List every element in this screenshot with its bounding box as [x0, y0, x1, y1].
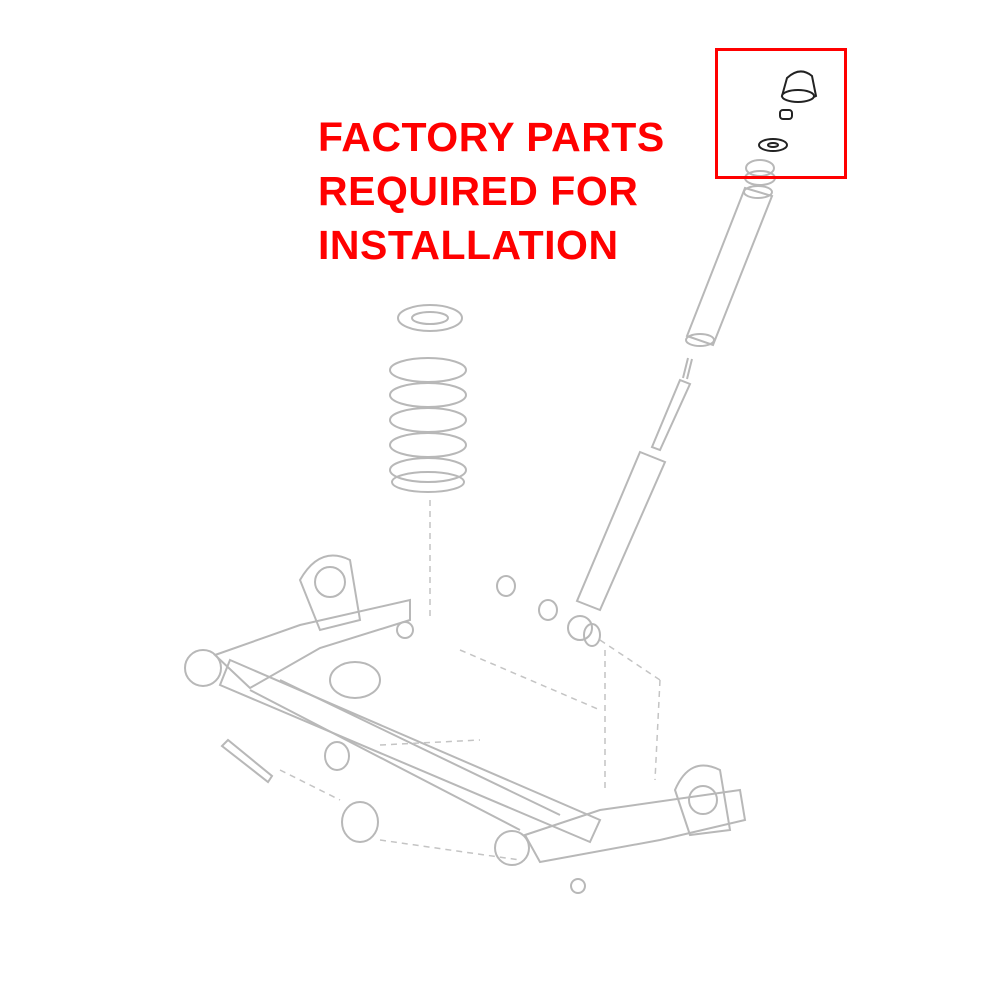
bolt: [220, 738, 274, 784]
bump-stop-cap: [780, 70, 818, 103]
nut-part: [779, 109, 793, 120]
factory-parts-callout: FACTORY PARTS REQUIRED FOR INSTALLATION: [318, 110, 665, 272]
callout-line-2: REQUIRED FOR: [318, 168, 639, 214]
bushings: [324, 575, 586, 894]
coil-spring: [389, 357, 467, 620]
callout-line-1: FACTORY PARTS: [318, 114, 665, 160]
dust-boot: [685, 185, 774, 347]
spring-seat: [397, 304, 463, 332]
factory-parts-highlight-box: [715, 48, 847, 179]
upper-washer: [758, 138, 788, 152]
shock-absorber: [567, 357, 693, 647]
callout-line-3: INSTALLATION: [318, 222, 619, 268]
rear-axle-beam: [184, 554, 747, 866]
